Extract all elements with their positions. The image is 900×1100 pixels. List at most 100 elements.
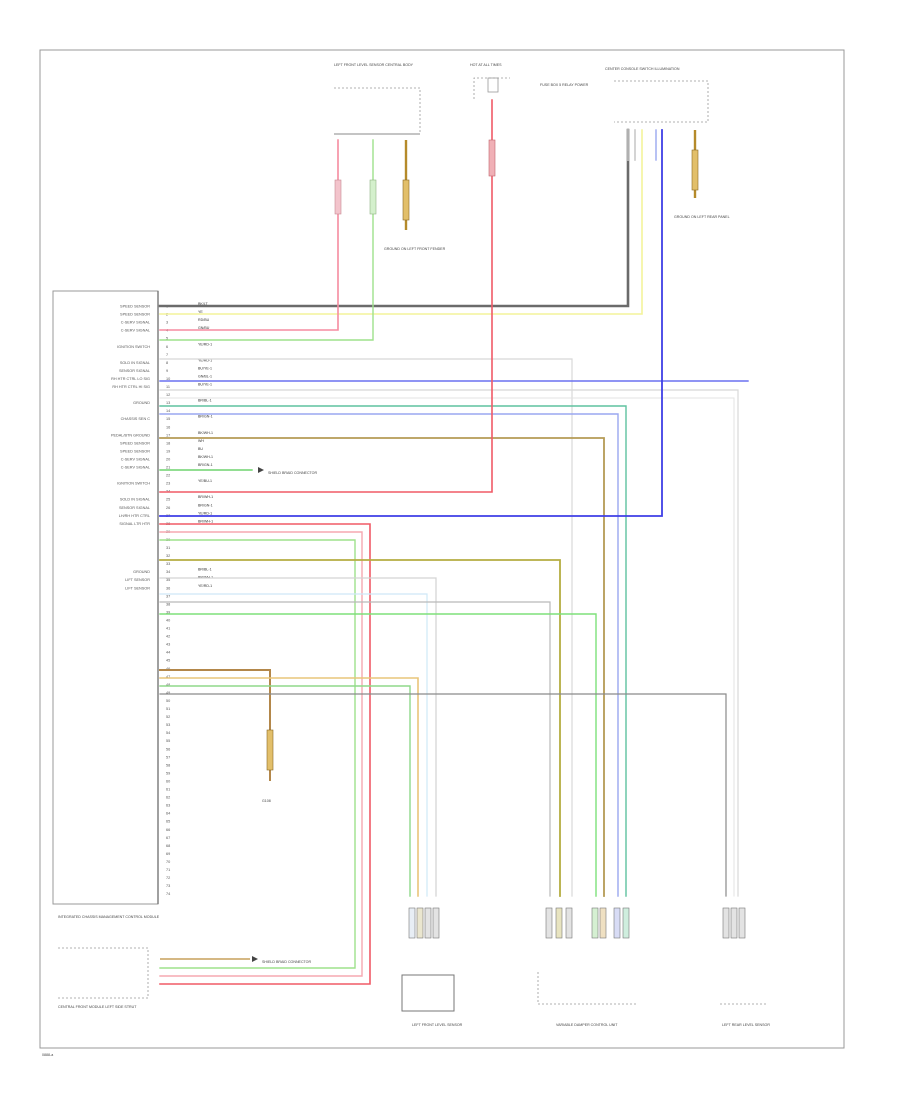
- pin-number: 34: [166, 570, 170, 574]
- pin-label: IGNITION SWITCH: [117, 345, 150, 349]
- pin-number: 53: [166, 723, 170, 727]
- top-right-component: CENTER CONSOLE SWITCH ILLUMINATION: [605, 67, 709, 123]
- wire-code: YE/RD-1: [198, 358, 212, 362]
- pin-label: SIGNAL LTR HTR: [119, 522, 150, 526]
- pin-number: 51: [166, 707, 170, 711]
- wire-code: BK/LT: [198, 302, 209, 306]
- left-rear-level-sensor: LEFT REAR LEVEL SENSOR: [720, 1003, 770, 1027]
- pin-number: 68: [166, 844, 170, 848]
- pin-number: 36: [166, 586, 170, 590]
- pin-number: 63: [166, 804, 170, 808]
- pin-label: PEDAL/BTN GROUND: [111, 433, 150, 437]
- ground-left-front-label: GROUND ON LEFT FRONT FENDER: [384, 247, 446, 251]
- wire-code: BU/YE-1: [198, 366, 212, 370]
- wire-code: GN/BL-1: [198, 374, 212, 378]
- pin-number: 23: [166, 482, 170, 486]
- pin-number: 21: [166, 466, 170, 470]
- wire-code: BK/WH-1: [198, 431, 213, 435]
- pin-label: SOLD IN SIGNAL: [120, 498, 150, 502]
- ecu-title: INTEGRATED CHASSIS MANAGEMENT CONTROL MO…: [58, 915, 160, 919]
- left-front-level-sensor-label: LEFT FRONT LEVEL SENSOR: [412, 1023, 463, 1027]
- left-rear-level-sensor-label: LEFT REAR LEVEL SENSOR: [722, 1023, 770, 1027]
- top-right-component-label: CENTER CONSOLE SWITCH ILLUMINATION: [605, 67, 680, 71]
- fuse-component: HOT AT ALL TIMES FUSE BOX 5 RELAY POWER: [470, 63, 589, 99]
- wire-code: BU: [198, 447, 203, 451]
- pin-number: 38: [166, 602, 170, 606]
- pin-number: 32: [166, 554, 170, 558]
- wire-code: BR/GN-1: [198, 415, 213, 419]
- pin-number: 42: [166, 635, 170, 639]
- pin-number: 40: [166, 618, 170, 622]
- pin-number: 50: [166, 699, 170, 703]
- wire-code: YE/BU-1: [198, 479, 212, 483]
- center-sensor-bundle: [545, 907, 630, 939]
- pin-label: LIFT SENSOR: [125, 586, 150, 590]
- pin-label: GROUND: [133, 570, 150, 574]
- shield-connector-upper-label: SHIELD BRAID CONNECTOR: [268, 471, 317, 475]
- pin-label: C-SERV SIGNAL: [121, 321, 150, 325]
- pin-number: 74: [166, 892, 170, 896]
- pin-number: 26: [166, 506, 170, 510]
- pin-number: 43: [166, 643, 170, 647]
- pin-number: 73: [166, 884, 170, 888]
- pin-number: 58: [166, 763, 170, 767]
- top-left-component: LEFT FRONT LEVEL SENSOR CENTRAL BODY: [334, 63, 421, 135]
- pin-number: 8: [166, 361, 168, 365]
- pin-number: 54: [166, 731, 170, 735]
- left-front-level-sensor: LEFT FRONT LEVEL SENSOR: [401, 974, 463, 1027]
- right-sensor-bundle: [722, 907, 746, 939]
- ground-left-rear-label: GROUND ON LEFT REAR PANEL: [674, 215, 730, 219]
- fuse-note: FUSE BOX 5 RELAY POWER: [540, 83, 589, 87]
- wire-code: BR/WH-1: [198, 495, 213, 499]
- ground-left-front: GROUND ON LEFT FRONT FENDER: [384, 140, 446, 251]
- pin-number: 9: [166, 369, 168, 373]
- pin-number: 35: [166, 578, 170, 582]
- pin-number: 5: [166, 337, 168, 341]
- pin-number: 10: [166, 377, 170, 381]
- pin-number: 7: [166, 353, 168, 357]
- wire-code: WH: [198, 439, 204, 443]
- wire-code: BK/WH-1: [198, 455, 213, 459]
- pin-label: RH HTR CTRL LO SIG: [111, 377, 150, 381]
- pin-number: 67: [166, 836, 170, 840]
- pin-number: 19: [166, 449, 170, 453]
- pin-number: 12: [166, 393, 170, 397]
- ecu-title-block: INTEGRATED CHASSIS MANAGEMENT CONTROL MO…: [58, 915, 160, 1009]
- left-sensor-bundle: [408, 907, 440, 939]
- top-left-component-label: LEFT FRONT LEVEL SENSOR CENTRAL BODY: [334, 63, 414, 67]
- pin-label: C-SERV SIGNAL: [121, 466, 150, 470]
- wire-code: RD/BU: [198, 318, 210, 322]
- pin-label: SPEED SENSOR: [120, 441, 150, 445]
- variable-damper-control-unit-label: VARIABLE DAMPER CONTROL UNIT: [556, 1023, 618, 1027]
- pin-number: 56: [166, 747, 170, 751]
- pin-number: 70: [166, 860, 170, 864]
- pin-number: 61: [166, 788, 170, 792]
- pin-label: SENSOR SIGNAL: [119, 506, 150, 510]
- pin-number: 45: [166, 659, 170, 663]
- pin-number: 18: [166, 441, 170, 445]
- pin-number: 16: [166, 425, 170, 429]
- pin-number: 44: [166, 651, 170, 655]
- pin-number: 11: [166, 385, 170, 389]
- shield-connector-lower: SHIELD BRAID CONNECTOR: [160, 956, 311, 964]
- pin-label: SPEED SENSOR: [120, 305, 150, 309]
- pin-number: 39: [166, 610, 170, 614]
- ecu-small-label: CENTRAL FRONT MODULE LEFT SIDE STRUT: [58, 1005, 137, 1009]
- wire-code: GN/BU: [198, 326, 210, 330]
- pin-number: 33: [166, 562, 170, 566]
- pin-number: 57: [166, 755, 170, 759]
- pin-number: 41: [166, 627, 170, 631]
- pin-label: SPEED SENSOR: [120, 449, 150, 453]
- pin-number: 72: [166, 876, 170, 880]
- pin-label: RH HTR CTRL HI SIG: [112, 385, 150, 389]
- pin-label: CHASSIS SEN C: [121, 417, 151, 421]
- variable-damper-control-unit: VARIABLE DAMPER CONTROL UNIT: [537, 972, 638, 1027]
- pin-number: 47: [166, 675, 170, 679]
- shield-connector-lower-label: SHIELD BRAID CONNECTOR: [262, 960, 311, 964]
- pin-number: 37: [166, 594, 170, 598]
- pin-number: 3: [166, 321, 168, 325]
- pin-number: 59: [166, 771, 170, 775]
